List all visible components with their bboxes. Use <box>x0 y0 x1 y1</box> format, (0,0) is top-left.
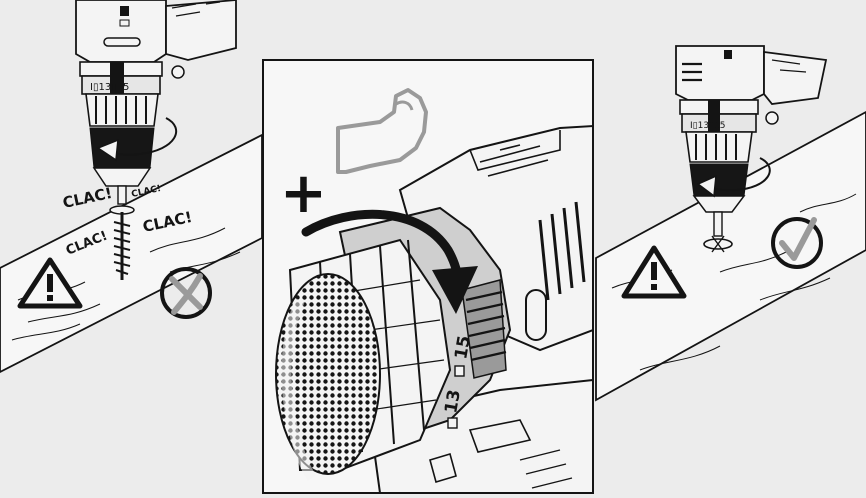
drill-right: I▯13▯15 <box>675 45 828 237</box>
svg-text:I▯13▯15: I▯13▯15 <box>690 121 725 131</box>
drill-closeup <box>275 124 594 494</box>
increase-symbol: + <box>280 161 327 226</box>
warning-triangle-icon <box>17 257 83 309</box>
dial-number: 15 <box>451 334 475 361</box>
dial-marker <box>447 417 458 429</box>
dial-marker <box>454 365 465 377</box>
screw-right <box>703 235 733 253</box>
left-panel: I▯13▯15 CLAC! CLAC! CLAC! CLAC! <box>0 0 263 374</box>
curved-arrow-icon <box>301 209 478 314</box>
sound-text: CLAC! <box>61 184 114 212</box>
warning-triangle-icon <box>621 245 687 299</box>
right-panel: I▯13▯15 <box>595 45 866 402</box>
dial-number: 13 <box>441 388 465 415</box>
svg-text:I▯13▯15: I▯13▯15 <box>90 82 129 93</box>
center-panel: 13 15 + <box>262 59 594 494</box>
cross-circle-icon <box>160 267 212 319</box>
drill-left: I▯13▯15 <box>75 0 237 205</box>
check-circle-icon <box>771 217 823 269</box>
screw-left <box>109 205 135 280</box>
flexed-arm-icon <box>336 88 428 174</box>
